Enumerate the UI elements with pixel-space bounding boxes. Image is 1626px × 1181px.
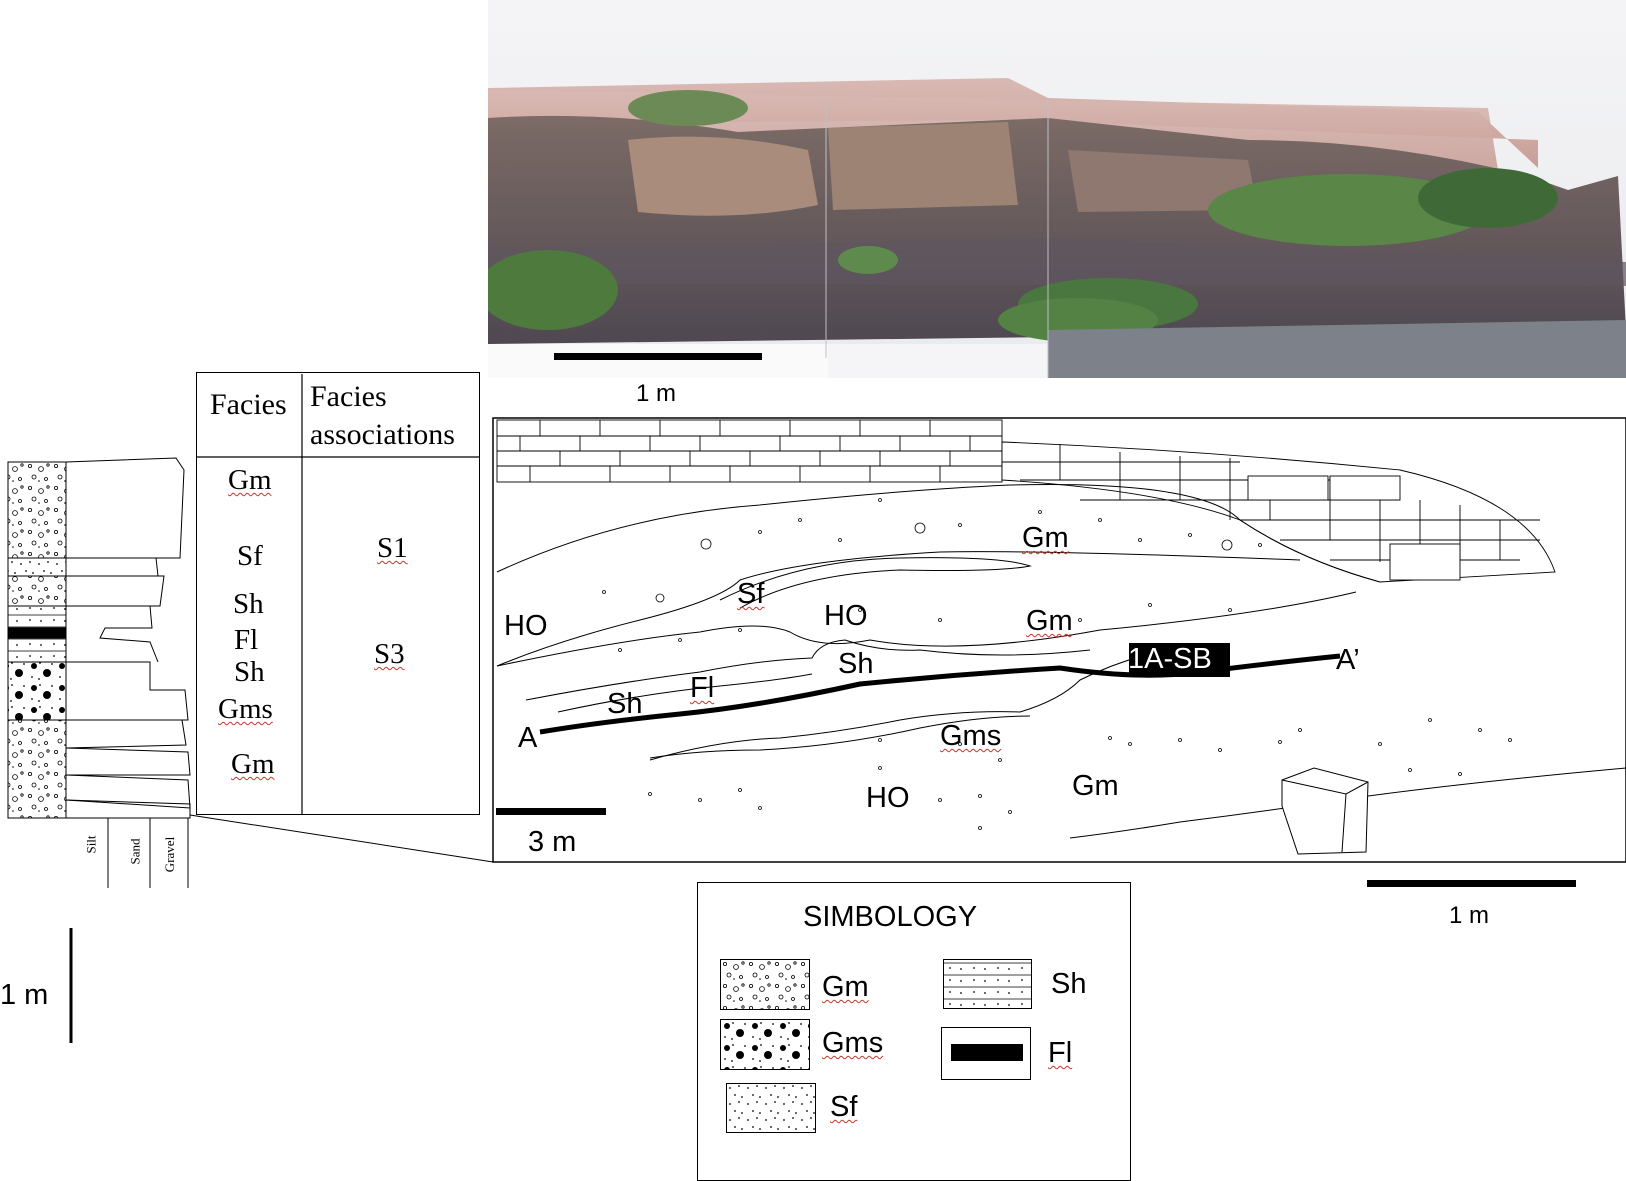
legend-swatch-fl [941, 1027, 1031, 1080]
label-gms: Gms [940, 722, 1001, 751]
label-fl: Fl [690, 674, 714, 703]
label-ho-left: HO [504, 612, 548, 641]
label-bounding-surface: 1A-SB [1128, 645, 1212, 674]
facies-header: Facies [210, 390, 287, 420]
label-sf: Sf [737, 580, 764, 609]
label-sh-right: Sh [838, 650, 873, 679]
associations-header: Facies associations [310, 378, 478, 454]
facies-sf: Sf [237, 542, 263, 571]
association-s1: S1 [377, 534, 408, 563]
label-gm-upper: Gm [1022, 524, 1069, 553]
label-gm-bottom: Gm [1072, 772, 1119, 801]
legend-label-fl: Fl [1048, 1039, 1072, 1068]
facies-sh-upper: Sh [233, 590, 264, 619]
facies-gms: Gms [218, 695, 273, 724]
legend-title: SIMBOLOGY [803, 903, 977, 932]
legend-label-gms: Gms [822, 1029, 883, 1058]
grain-label-gravel: Gravel [163, 837, 176, 872]
association-s3: S3 [374, 640, 405, 669]
facies-sh-lower: Sh [234, 658, 265, 687]
legend-swatch-gms [720, 1019, 810, 1070]
facies-gm-bottom: Gm [231, 750, 275, 779]
facies-gm-top: Gm [228, 466, 272, 495]
legend-box: SIMBOLOGY Gm Gms Sf Sh Fl [697, 882, 1131, 1181]
legend-swatch-gm [720, 959, 810, 1010]
legend-swatch-sf [726, 1083, 816, 1133]
grain-label-silt: Silt [85, 835, 98, 853]
right-scale-label: 1 m [1449, 904, 1489, 928]
grain-label-sand: Sand [129, 839, 142, 865]
label-gm-middle: Gm [1026, 607, 1073, 636]
label-sh-left: Sh [607, 690, 642, 719]
label-a: A [518, 724, 537, 753]
legend-label-gm: Gm [822, 973, 869, 1002]
legend-label-sf: Sf [830, 1093, 857, 1122]
label-a-prime: A’ [1336, 646, 1360, 675]
label-ho-middle: HO [824, 602, 868, 631]
section-scale-label: 3 m [528, 828, 576, 857]
legend-swatch-sh [943, 959, 1032, 1009]
column-scale-label: 1 m [0, 981, 48, 1010]
legend-label-sh: Sh [1051, 970, 1086, 999]
label-ho-bottom: HO [866, 784, 910, 813]
facies-fl: Fl [234, 626, 258, 655]
